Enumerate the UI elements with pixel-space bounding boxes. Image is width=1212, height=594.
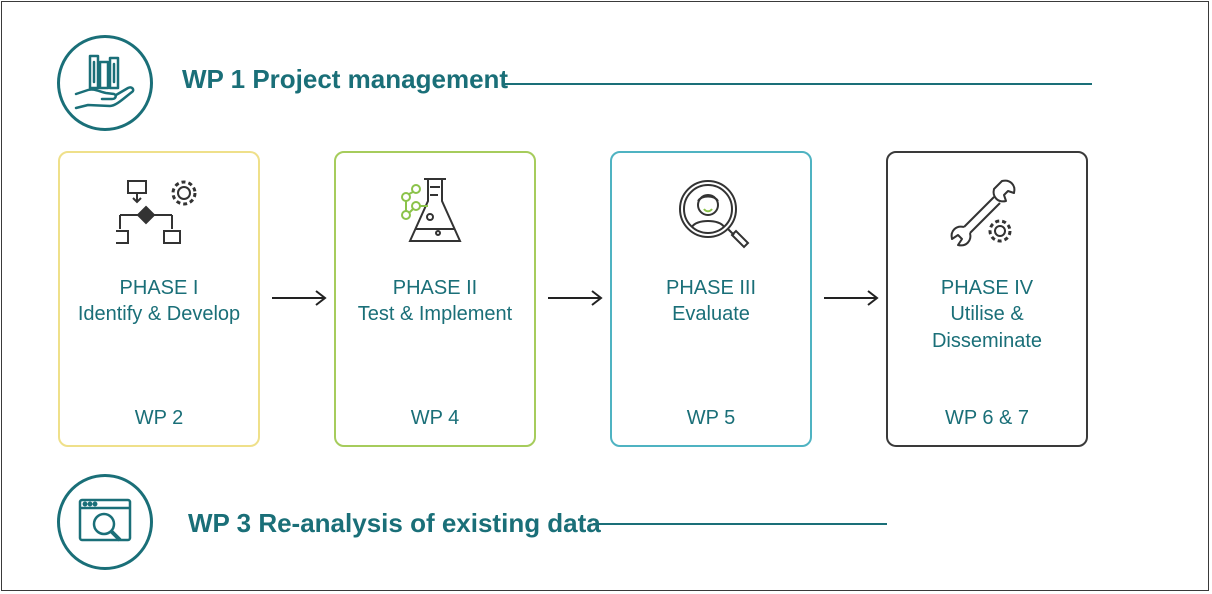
phase-3-wp: WP 5 <box>686 407 736 429</box>
arrow-3-to-4 <box>824 290 879 306</box>
phase-card-2: PHASE II Test & Implement WP 4 <box>334 151 536 447</box>
wp1-title: WP 1 Project management <box>182 64 509 94</box>
phase-2-title: PHASE II <box>392 277 478 299</box>
arrow-1-to-2 <box>272 290 327 306</box>
hand-holding-books-icon <box>57 35 153 131</box>
person-magnifier-icon <box>668 175 754 251</box>
phase-4-wp: WP 6 & 7 <box>944 407 1030 429</box>
phase-1-wp: WP 2 <box>134 407 184 429</box>
wp3-line <box>593 523 887 525</box>
wp1-line <box>505 83 1092 85</box>
wp3-title: WP 3 Re-analysis of existing data <box>188 508 601 538</box>
phase-2-wp: WP 4 <box>410 407 460 429</box>
flask-molecule-icon <box>392 175 478 251</box>
wrench-gear-icon <box>944 175 1030 251</box>
phase-4-title: PHASE IV <box>940 277 1034 299</box>
phase-2-subtitle: Test & Implement <box>357 303 513 325</box>
phase-3-subtitle: Evaluate <box>672 303 750 325</box>
phase-4-subtitle: Utilise & Disseminate <box>931 303 1043 352</box>
phase-card-4: PHASE IV Utilise & Disseminate WP 6 & 7 <box>886 151 1088 447</box>
arrow-2-to-3 <box>548 290 603 306</box>
phase-card-3: PHASE III Evaluate WP 5 <box>610 151 812 447</box>
flowchart-gear-icon <box>111 175 202 251</box>
phase-1-subtitle: Identify & Develop <box>77 303 241 325</box>
phase-3-title: PHASE III <box>665 277 757 299</box>
phase-1-title: PHASE I <box>119 277 199 299</box>
phase-card-1: PHASE I Identify & Develop WP 2 <box>58 151 260 447</box>
browser-magnifier-icon <box>57 474 153 570</box>
